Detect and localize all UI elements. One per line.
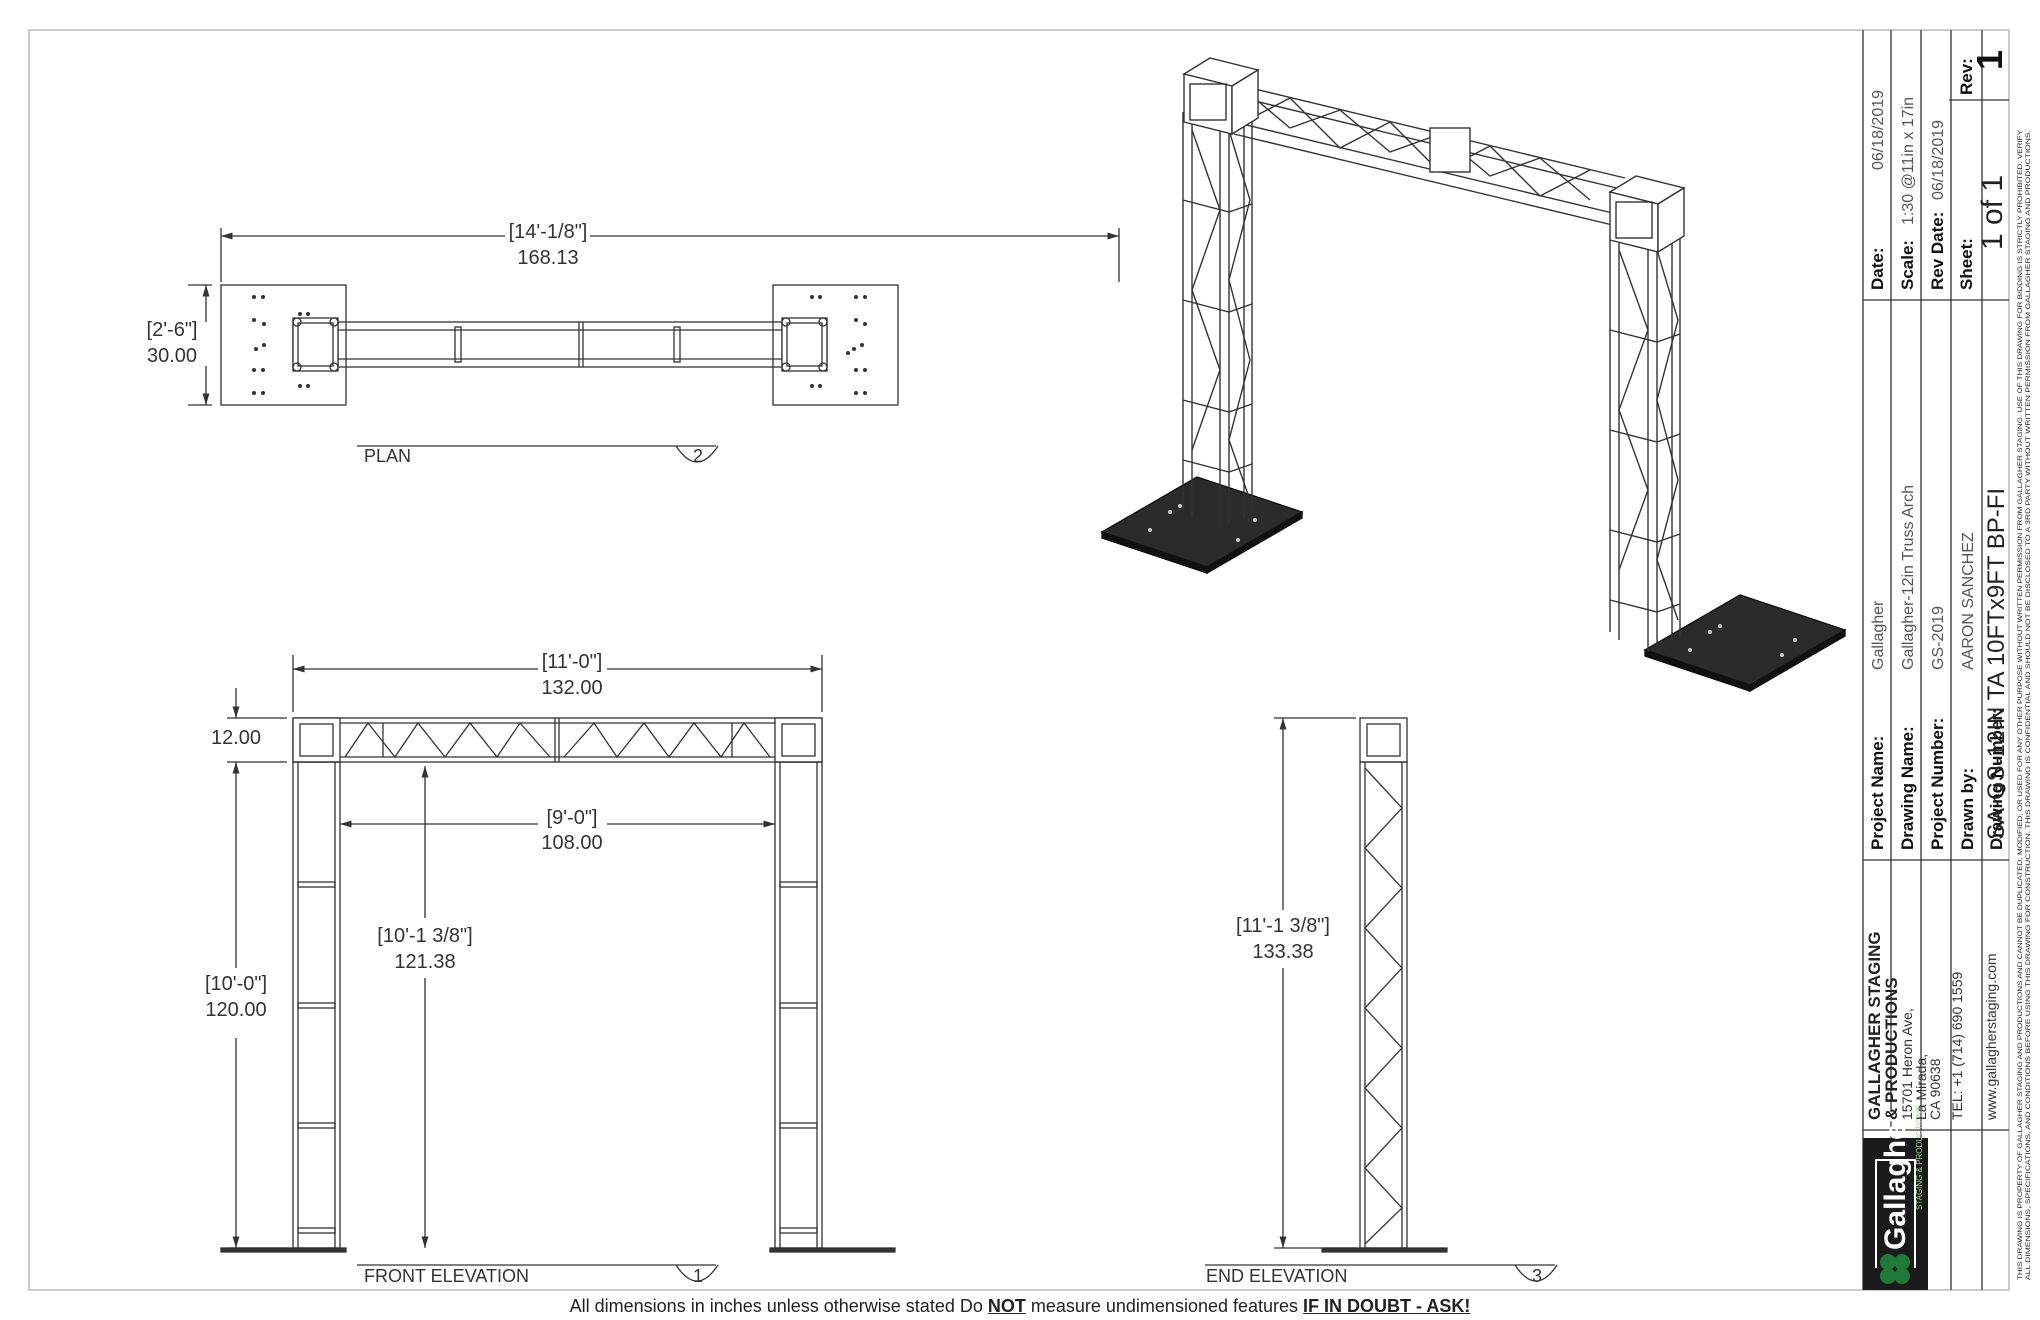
project-name-value: Gallagher — [1870, 600, 1887, 670]
rev-date-label: Rev Date: — [1928, 212, 1947, 290]
footer-note: All dimensions in inches unless otherwis… — [0, 1296, 2040, 1317]
company-name-1: GALLAGHER STAGING — [1865, 931, 1884, 1120]
end-height-value: 133.38 — [1252, 941, 1313, 963]
company-logo: Gallagher — [1879, 1111, 1912, 1250]
legal-notice-2: ALL DIMENSIONS, SPECIFICATIONS, AND COND… — [2026, 130, 2032, 1280]
front-leg-height-value: 120.00 — [205, 999, 266, 1021]
footer-text-c: measure undimensioned features — [1025, 1296, 1304, 1316]
front-leg-height-frac: [10'-0"] — [205, 973, 267, 995]
rev-label: Rev: — [1957, 58, 1976, 95]
date-value: 06/18/2019 — [1870, 90, 1887, 170]
front-elevation — [220, 655, 896, 1282]
rev-date-value: 06/18/2019 — [1930, 120, 1947, 200]
plan-depth-frac: [2'-6"] — [147, 319, 198, 341]
date-label: Date: — [1868, 247, 1887, 290]
front-inner-width-value: 108.00 — [541, 832, 602, 854]
company-name-2: & PRODUCTIONS — [1882, 977, 1901, 1120]
sheet-label: Sheet: — [1957, 238, 1976, 290]
company-tel: TEL: +1 (714) 690 1559 — [1949, 972, 1965, 1120]
legal-notice-1: THIS DRAWING IS PROPERTY OF GALLAGHER ST… — [2018, 130, 2024, 1280]
drawing-number-value: SA-GS-12IN TA 10FTx9FT BP-FI — [1983, 488, 2010, 840]
footer-text-d: IF IN DOUBT - ASK! — [1303, 1296, 1471, 1316]
drawing-number-label: Drawing Number: — [1987, 708, 2006, 850]
footer-text-b: NOT — [987, 1296, 1026, 1316]
plan-view — [188, 228, 1120, 463]
drawn-by-label: Drawn by: — [1958, 768, 1977, 850]
company-address-1: 15701 Heron Ave, — [1899, 1008, 1915, 1120]
front-outer-width-frac: [11'-0"] — [542, 651, 603, 673]
front-elevation-label: FRONT ELEVATION — [364, 1266, 529, 1286]
end-elevation-number: 3 — [1532, 1266, 1542, 1286]
front-clearance-value: 121.38 — [394, 951, 455, 973]
isometric-view — [1100, 57, 1847, 693]
front-truss-height-value: 12.00 — [211, 727, 261, 749]
project-number-value: GS-2019 — [1930, 606, 1947, 670]
scale-value: 1:30 @11in x 17in — [1900, 97, 1917, 225]
drawing-name-value: Gallagher-12in Truss Arch — [1900, 485, 1917, 670]
drawing-name-label: Drawing Name: — [1898, 726, 1917, 850]
project-name-label: Project Name: — [1868, 736, 1887, 850]
front-inner-width-frac: [9'-0"] — [547, 807, 598, 829]
scale-label: Scale: — [1898, 240, 1917, 290]
end-height-frac: [11'-1 3/8"] — [1236, 915, 1330, 937]
company-address-3: CA 90638 — [1927, 1058, 1943, 1120]
company-logo-sub: STAGING & PRODUCTIONS — [1915, 1106, 1924, 1210]
title-block — [1862, 30, 2009, 1290]
company-address-2: La Mirada, — [1913, 1054, 1929, 1120]
plan-number: 2 — [693, 446, 703, 466]
end-elevation-label: END ELEVATION — [1206, 1266, 1347, 1286]
drawn-by-value: AARON SANCHEZ — [1960, 532, 1977, 670]
sheet-value: 1 of 1 — [1976, 175, 2009, 250]
rev-value: 1 — [1969, 50, 2010, 70]
plan-depth-value: 30.00 — [147, 345, 197, 367]
front-elevation-number: 1 — [693, 1266, 703, 1286]
company-web: www.gallagherstaging.com — [1983, 953, 1999, 1121]
plan-width-value: 168.13 — [517, 247, 578, 269]
front-clearance-frac: [10'-1 3/8"] — [377, 925, 472, 947]
footer-text-a: All dimensions in inches unless otherwis… — [569, 1296, 988, 1316]
end-elevation — [1205, 717, 1558, 1282]
front-outer-width-value: 132.00 — [541, 677, 602, 699]
plan-label: PLAN — [364, 446, 411, 466]
project-number-label: Project Number: — [1928, 718, 1947, 850]
sheet-border — [28, 29, 2010, 1291]
plan-width-frac: [14'-1/8"] — [509, 221, 588, 243]
